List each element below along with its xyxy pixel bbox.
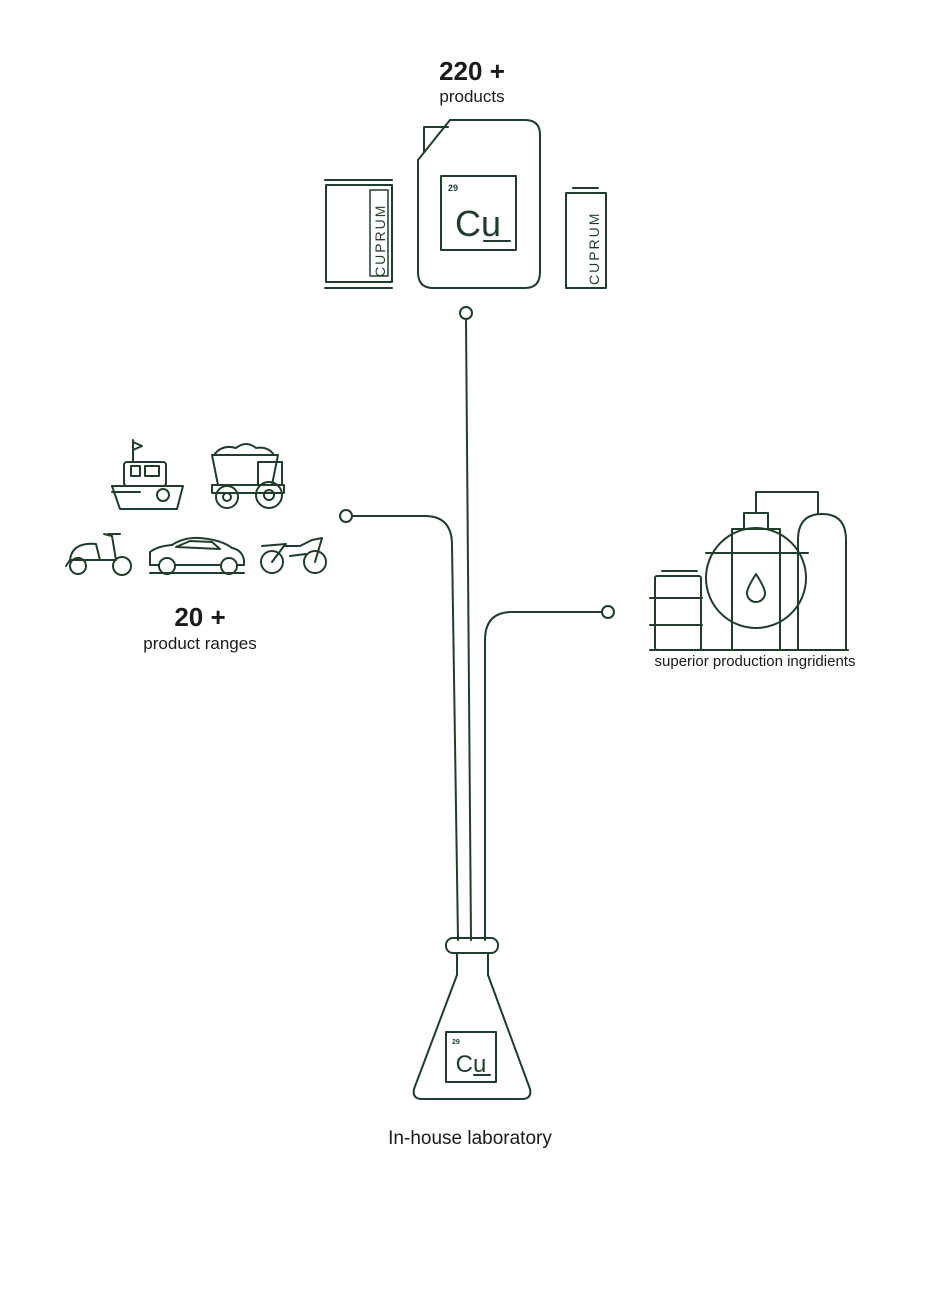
bottle-icon: CUPRUM	[324, 179, 393, 289]
connector-left	[351, 515, 459, 941]
car-icon	[149, 536, 245, 575]
ingredients-group	[649, 491, 849, 651]
products-label: products	[439, 87, 505, 106]
ranges-label: product ranges	[143, 634, 257, 653]
connector-node-top	[459, 306, 473, 320]
products-count: 220 +	[439, 56, 505, 86]
connector-node-left	[339, 509, 353, 523]
motorcycle-icon	[260, 537, 327, 574]
flask-atomic-number: 29	[452, 1039, 460, 1046]
dump-truck-icon	[211, 443, 285, 509]
connector-right	[484, 611, 603, 941]
bottle-brand-left: CUPRUM	[372, 204, 388, 277]
scooter-icon	[65, 533, 132, 576]
oil-tank-icon	[705, 491, 819, 651]
connector-top	[465, 319, 472, 941]
bottle-brand-right: CUPRUM	[586, 212, 602, 285]
gas-cylinder-icon	[797, 513, 847, 651]
flask-element-symbol: Cu	[456, 1051, 487, 1078]
small-bottle-icon: CUPRUM	[565, 187, 607, 289]
laboratory-label: In-house laboratory	[388, 1128, 552, 1149]
ranges-count: 20 +	[174, 602, 226, 632]
canister-element-symbol: Cu	[455, 203, 501, 244]
flask-icon: 29 Cu	[412, 937, 532, 1100]
oil-barrel-icon	[649, 570, 703, 651]
canister-atomic-number: 29	[448, 183, 458, 193]
connector-node-right	[601, 605, 615, 619]
canister-icon: 29 Cu	[417, 119, 541, 289]
products-group: CUPRUM 29 Cu CUPRUM	[324, 119, 607, 289]
ingredients-label: superior production ingridients	[654, 653, 856, 670]
vehicles-group	[65, 439, 327, 576]
boat-icon	[111, 439, 184, 510]
connector-lines	[339, 306, 615, 941]
